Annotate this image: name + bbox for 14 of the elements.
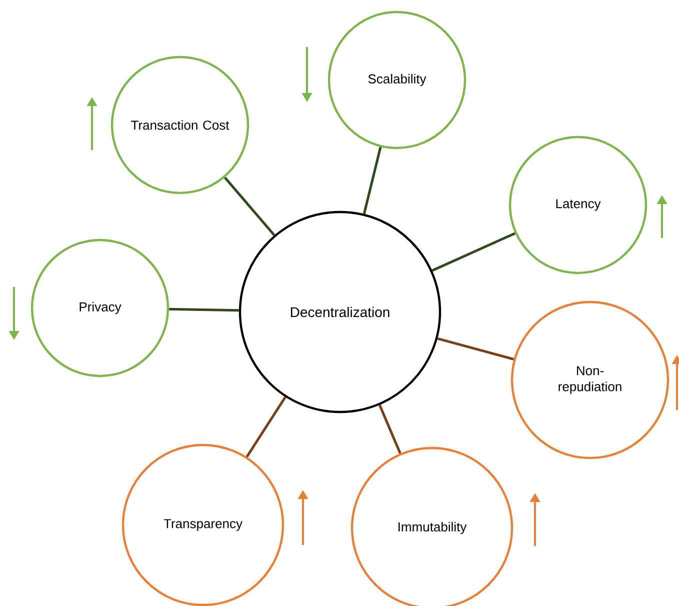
connector-line [224,176,276,236]
circle-node: Latency [508,136,648,274]
connector-line [437,337,514,360]
connector-line [378,404,402,454]
circle-node: Scalability [328,10,466,150]
connector-line [169,308,239,312]
connector-line [246,396,286,458]
circle-node: Non-repudiation [510,300,670,460]
circle-node: Transaction Cost [110,56,250,194]
circle-node: Transparency [122,444,284,606]
circle-node: Decentralization [238,210,442,414]
circle-node: Privacy [30,238,170,378]
connector-line [432,232,516,272]
connector-line [362,146,382,214]
